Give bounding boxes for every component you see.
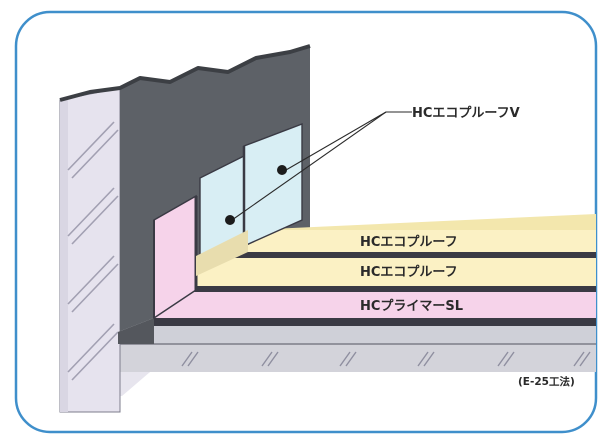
marker-dot-v1 (277, 165, 287, 175)
label-primer-sl: HCプライマーSL (360, 299, 463, 314)
membrane-stack (153, 122, 596, 326)
marker-dot-v2 (225, 215, 235, 225)
leader-line-v (231, 111, 412, 221)
label-ecoproof-v: HCエコプルーフV (412, 106, 520, 121)
label-ecoproof-middle: HCエコプルーフ (360, 265, 458, 280)
label-ecoproof-top: HCエコプルーフ (360, 235, 458, 250)
method-code: (E-25工法) (518, 375, 575, 388)
